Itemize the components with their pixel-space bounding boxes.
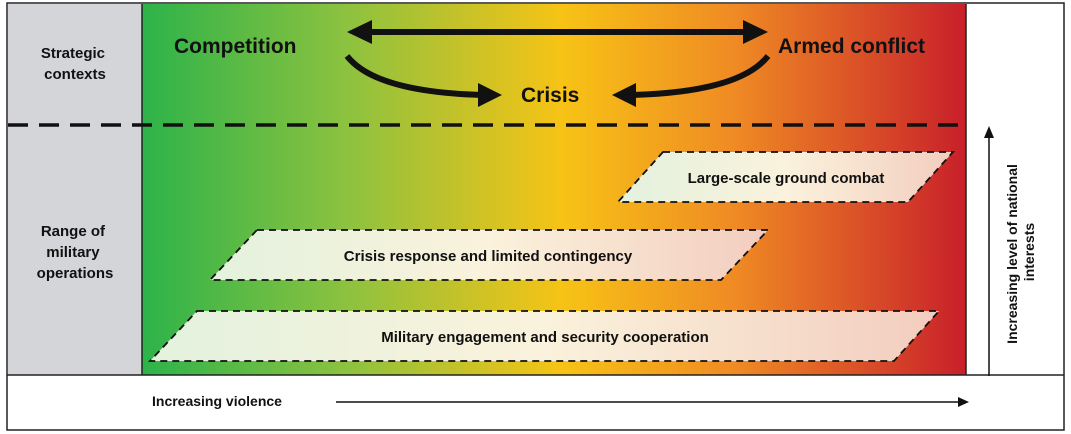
military-engagement-box: Military engagement and security coopera… — [147, 310, 942, 362]
strategic-contexts-label: Strategic contexts — [41, 45, 109, 83]
horizontal-axis-arrow — [336, 397, 969, 407]
large-scale-ground-combat-label: Large-scale ground combat — [688, 170, 885, 187]
crisis-response-label: Crisis response and limited contingency — [344, 248, 633, 265]
armed-conflict-label: Armed conflict — [778, 35, 925, 58]
military-engagement-label: Military engagement and security coopera… — [381, 329, 709, 346]
crisis-response-box: Crisis response and limited contingency — [207, 229, 771, 281]
national-interests-label: Increasing level of national interests — [1004, 160, 1037, 344]
large-scale-ground-combat-box: Large-scale ground combat — [615, 151, 956, 203]
crisis-label: Crisis — [521, 84, 579, 107]
increasing-violence-label: Increasing violence — [152, 393, 282, 409]
left-label-panel — [8, 4, 142, 375]
competition-to-crisis-arrow — [344, 54, 502, 107]
competition-label: Competition — [174, 35, 296, 58]
conflict-to-crisis-arrow — [612, 54, 771, 107]
vertical-axis-arrow — [984, 126, 994, 376]
range-of-operations-label: Range of military operations — [37, 223, 114, 282]
competition-conflict-arrow — [347, 20, 768, 44]
